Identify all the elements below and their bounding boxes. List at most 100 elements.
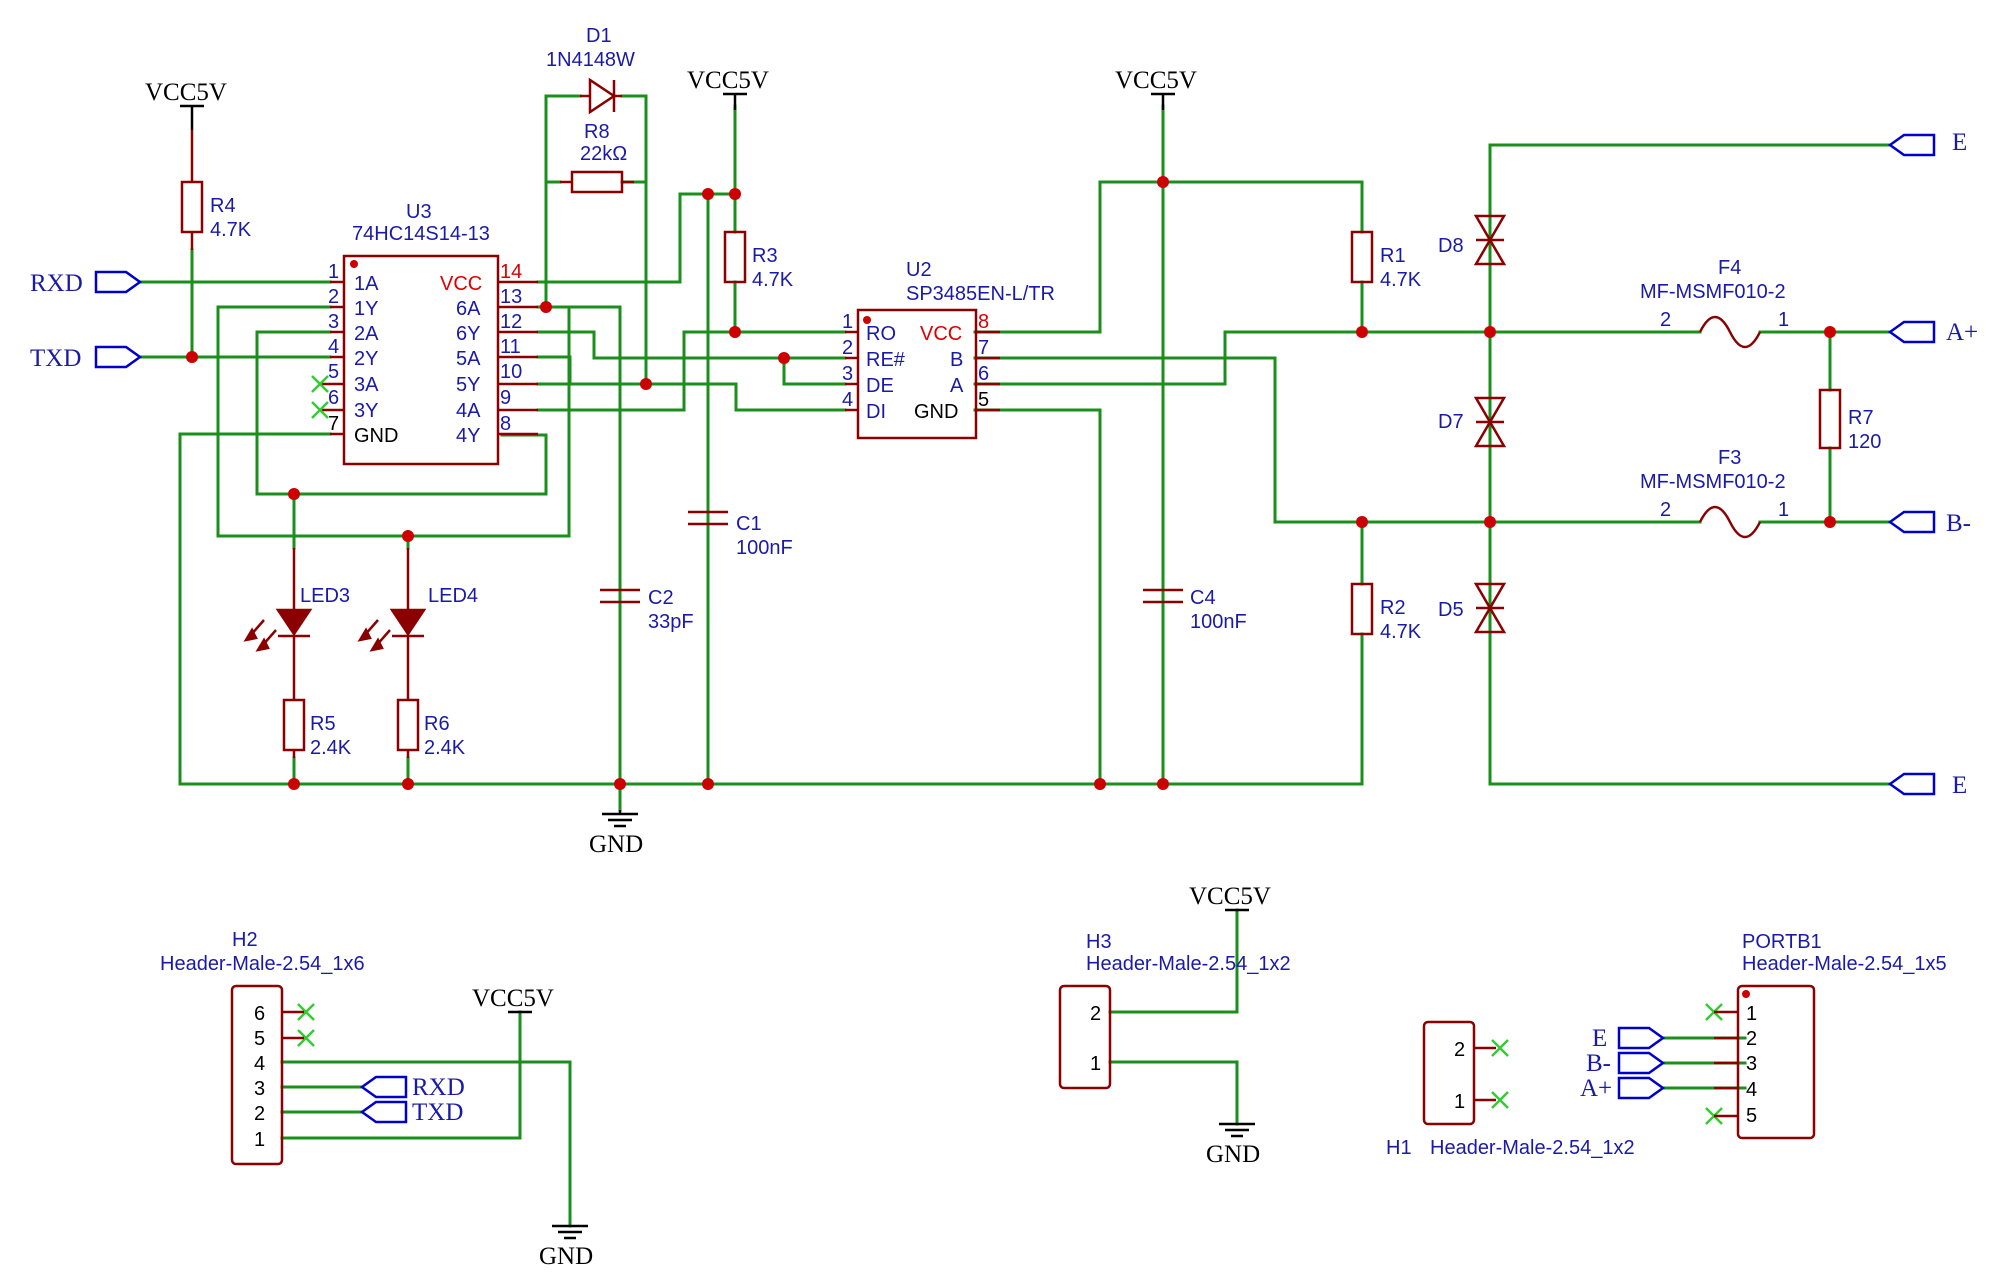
junction-dots [186,176,1836,790]
f4-pin: 2 [1660,309,1671,331]
port-rxd: RXD [30,270,143,297]
r7-value: 120 [1848,431,1881,453]
u3-pin-name: VCC [440,273,482,295]
ic-u2[interactable]: U2 SP3485EN-L/TR 1 2 3 4 RO RE# DE DI 8 … [842,259,1055,440]
u3-pin-name: 5Y [456,374,480,396]
port-rxd-label: RXD [30,270,83,297]
resistor-r3[interactable]: R3 4.7K [723,230,794,291]
header-h3[interactable]: H3 Header-Male-2.54_1x2 2 1 [1058,931,1291,1090]
r2-ref: R2 [1380,597,1406,619]
portb1-pin: 1 [1746,1003,1757,1025]
capacitor-c1[interactable]: C1 100nF [688,510,793,559]
u3-pin-num: 4 [328,336,339,358]
port-e-label: E [1952,772,1967,799]
resistor-r1[interactable]: R1 4.7K [1350,230,1422,291]
diode-d1[interactable]: D1 1N4148W [546,25,635,115]
u3-pin-num: 8 [500,413,511,435]
c1-value: 100nF [736,537,793,559]
u3-pin-name: 4Y [456,425,480,447]
resistor-r6[interactable]: R6 2.4K [396,698,466,759]
u3-pin-num: 5 [328,361,339,383]
u2-pin-num: 8 [978,311,989,333]
portb1-ref: PORTB1 [1742,931,1822,953]
r1-value: 4.7K [1380,269,1422,291]
portb1-pin: 4 [1746,1079,1757,1101]
led3-ref: LED3 [300,585,350,607]
port-a-plus-local: A+ [1580,1075,1666,1102]
u3-pin-num: 3 [328,311,339,333]
u2-pin-num: 7 [978,337,989,359]
portb1-value: Header-Male-2.54_1x5 [1742,953,1947,975]
h2-value: Header-Male-2.54_1x6 [160,953,365,975]
u2-pin-name: DI [866,401,886,423]
fuse-f3[interactable]: F3 MF-MSMF010-2 2 1 [1640,447,1789,539]
port-b-minus-label: B- [1586,1050,1611,1077]
h2-pin: 1 [254,1129,265,1151]
portb1-pin: 2 [1746,1028,1757,1050]
u2-ref: U2 [906,259,932,281]
u2-pin-name: RO [866,323,896,345]
u2-pin-num: 5 [978,389,989,411]
h3-value: Header-Male-2.54_1x2 [1086,953,1291,975]
r6-ref: R6 [424,713,450,735]
u3-pin-name: 5A [456,348,481,370]
port-e-bottom: E [1887,772,1967,799]
vcc-symbol-4: VCC5V [472,985,554,1014]
c2-ref: C2 [648,587,674,609]
tvs-diode-d7[interactable]: D7 [1438,396,1507,448]
header-h1[interactable]: 2 1 H1 Header-Male-2.54_1x2 [1386,1020,1635,1159]
u2-pin-num: 1 [842,311,853,333]
d1-ref: D1 [586,25,612,47]
vcc-symbol-1: VCC5V [145,79,227,182]
u2-pin-name: A [950,375,964,397]
capacitor-c4[interactable]: C4 100nF [1143,587,1247,633]
u3-pin-num: 10 [500,361,522,383]
f3-value: MF-MSMF010-2 [1640,471,1786,493]
u3-pin-num: 9 [500,387,511,409]
led-led4[interactable]: LED4 [357,548,478,700]
f3-pin: 2 [1660,499,1671,521]
header-portb1[interactable]: PORTB1 Header-Male-2.54_1x5 1 2 3 4 5 [1714,931,1947,1140]
led-led3[interactable]: LED3 [243,548,350,700]
portb1-pin: 5 [1746,1105,1757,1127]
led4-ref: LED4 [428,585,478,607]
resistor-r8[interactable]: R8 22kΩ [560,121,634,194]
resistor-r2[interactable]: R2 4.7K [1350,582,1422,643]
h1-pin: 2 [1454,1039,1465,1061]
r8-ref: R8 [584,121,610,143]
u2-value: SP3485EN-L/TR [906,283,1055,305]
h2-pin: 3 [254,1078,265,1100]
resistor-r4[interactable]: R4 4.7K [180,180,252,250]
port-b-minus: B- [1887,510,1971,537]
c2-value: 33pF [648,611,694,633]
u3-pin-name: 6A [456,298,481,320]
port-e-label: E [1592,1025,1607,1052]
h1-ref: H1 [1386,1137,1412,1159]
h1-pin: 1 [1454,1091,1465,1113]
h2-pin: 6 [254,1003,265,1025]
d5-ref: D5 [1438,599,1464,621]
gnd-label: GND [539,1243,593,1270]
u3-pin-num: 2 [328,286,339,308]
fuse-f4[interactable]: F4 MF-MSMF010-2 2 1 [1640,257,1789,349]
u2-pin-num: 3 [842,363,853,385]
tvs-diode-d8[interactable]: D8 [1438,214,1507,266]
u3-pin-num: 6 [328,387,339,409]
vcc-symbol-2: VCC5V [687,67,769,110]
capacitor-c2[interactable]: C2 33pF [600,587,694,633]
no-connect-markers [297,375,1723,1125]
f4-ref: F4 [1718,257,1741,279]
h1-value: Header-Male-2.54_1x2 [1430,1137,1635,1159]
resistor-r7[interactable]: R7 120 [1818,388,1881,453]
u3-pin-name: 1A [354,273,379,295]
u2-pin-name: VCC [920,323,962,345]
c4-ref: C4 [1190,587,1216,609]
resistor-r5[interactable]: R5 2.4K [282,698,352,759]
port-rxd-label: RXD [412,1074,465,1101]
vcc-symbol-3: VCC5V [1115,67,1197,110]
header-h2[interactable]: H2 Header-Male-2.54_1x6 6 5 4 3 2 1 [160,929,365,1166]
port-e-top: E [1887,129,1967,157]
tvs-diode-d5[interactable]: D5 [1438,582,1507,634]
ic-u3[interactable]: U3 74HC14S14-13 1 2 3 4 5 6 7 1A 1Y 2A 2… [320,201,538,466]
d8-ref: D8 [1438,235,1464,257]
